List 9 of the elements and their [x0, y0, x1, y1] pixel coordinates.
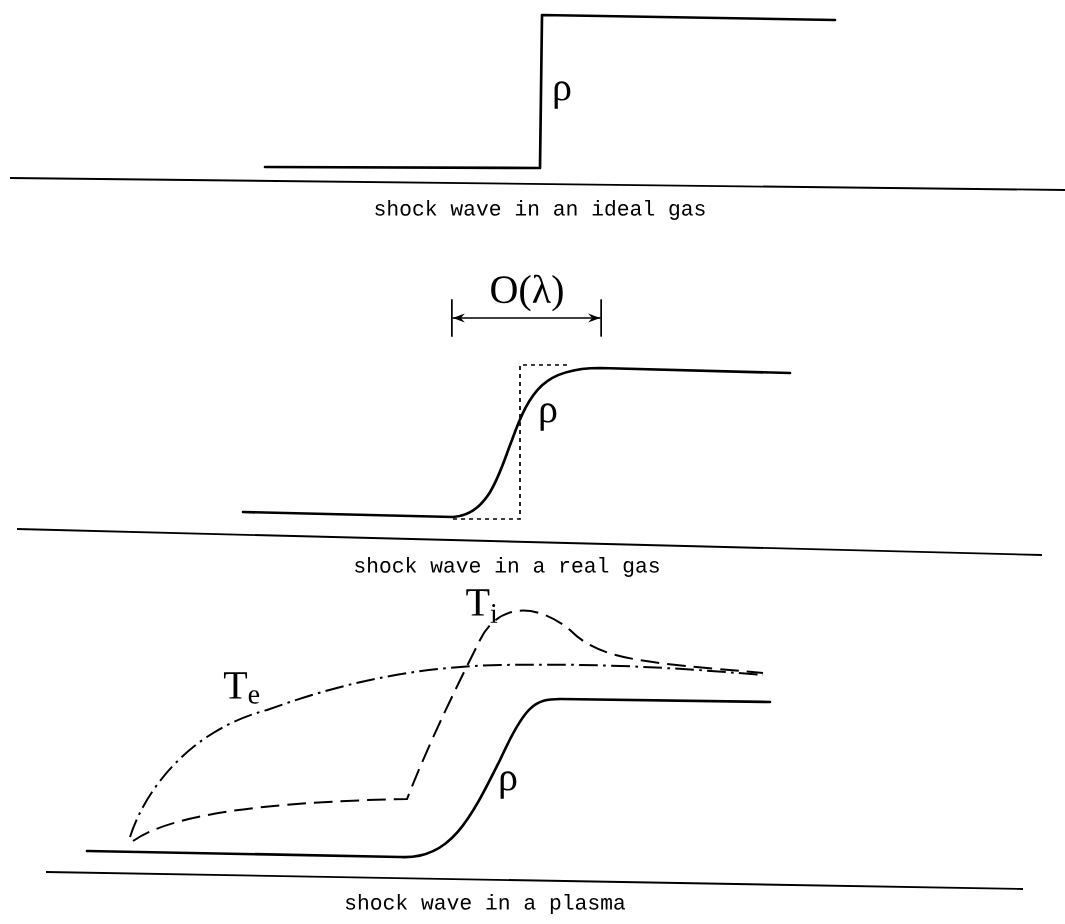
caption: shock wave in a real gas: [355, 557, 659, 577]
curve-label: ρ: [540, 403, 557, 431]
curve-label: T$_{e}$: [223, 672, 260, 704]
caption: shock wave in an ideal gas: [375, 200, 705, 220]
curve-label: T$_{i}$: [466, 589, 498, 623]
caption: shock wave in a plasma: [345, 894, 626, 914]
curve-label: O(λ): [491, 274, 563, 312]
curve-label: ρ: [500, 771, 517, 799]
curve-label: ρ: [554, 81, 571, 109]
